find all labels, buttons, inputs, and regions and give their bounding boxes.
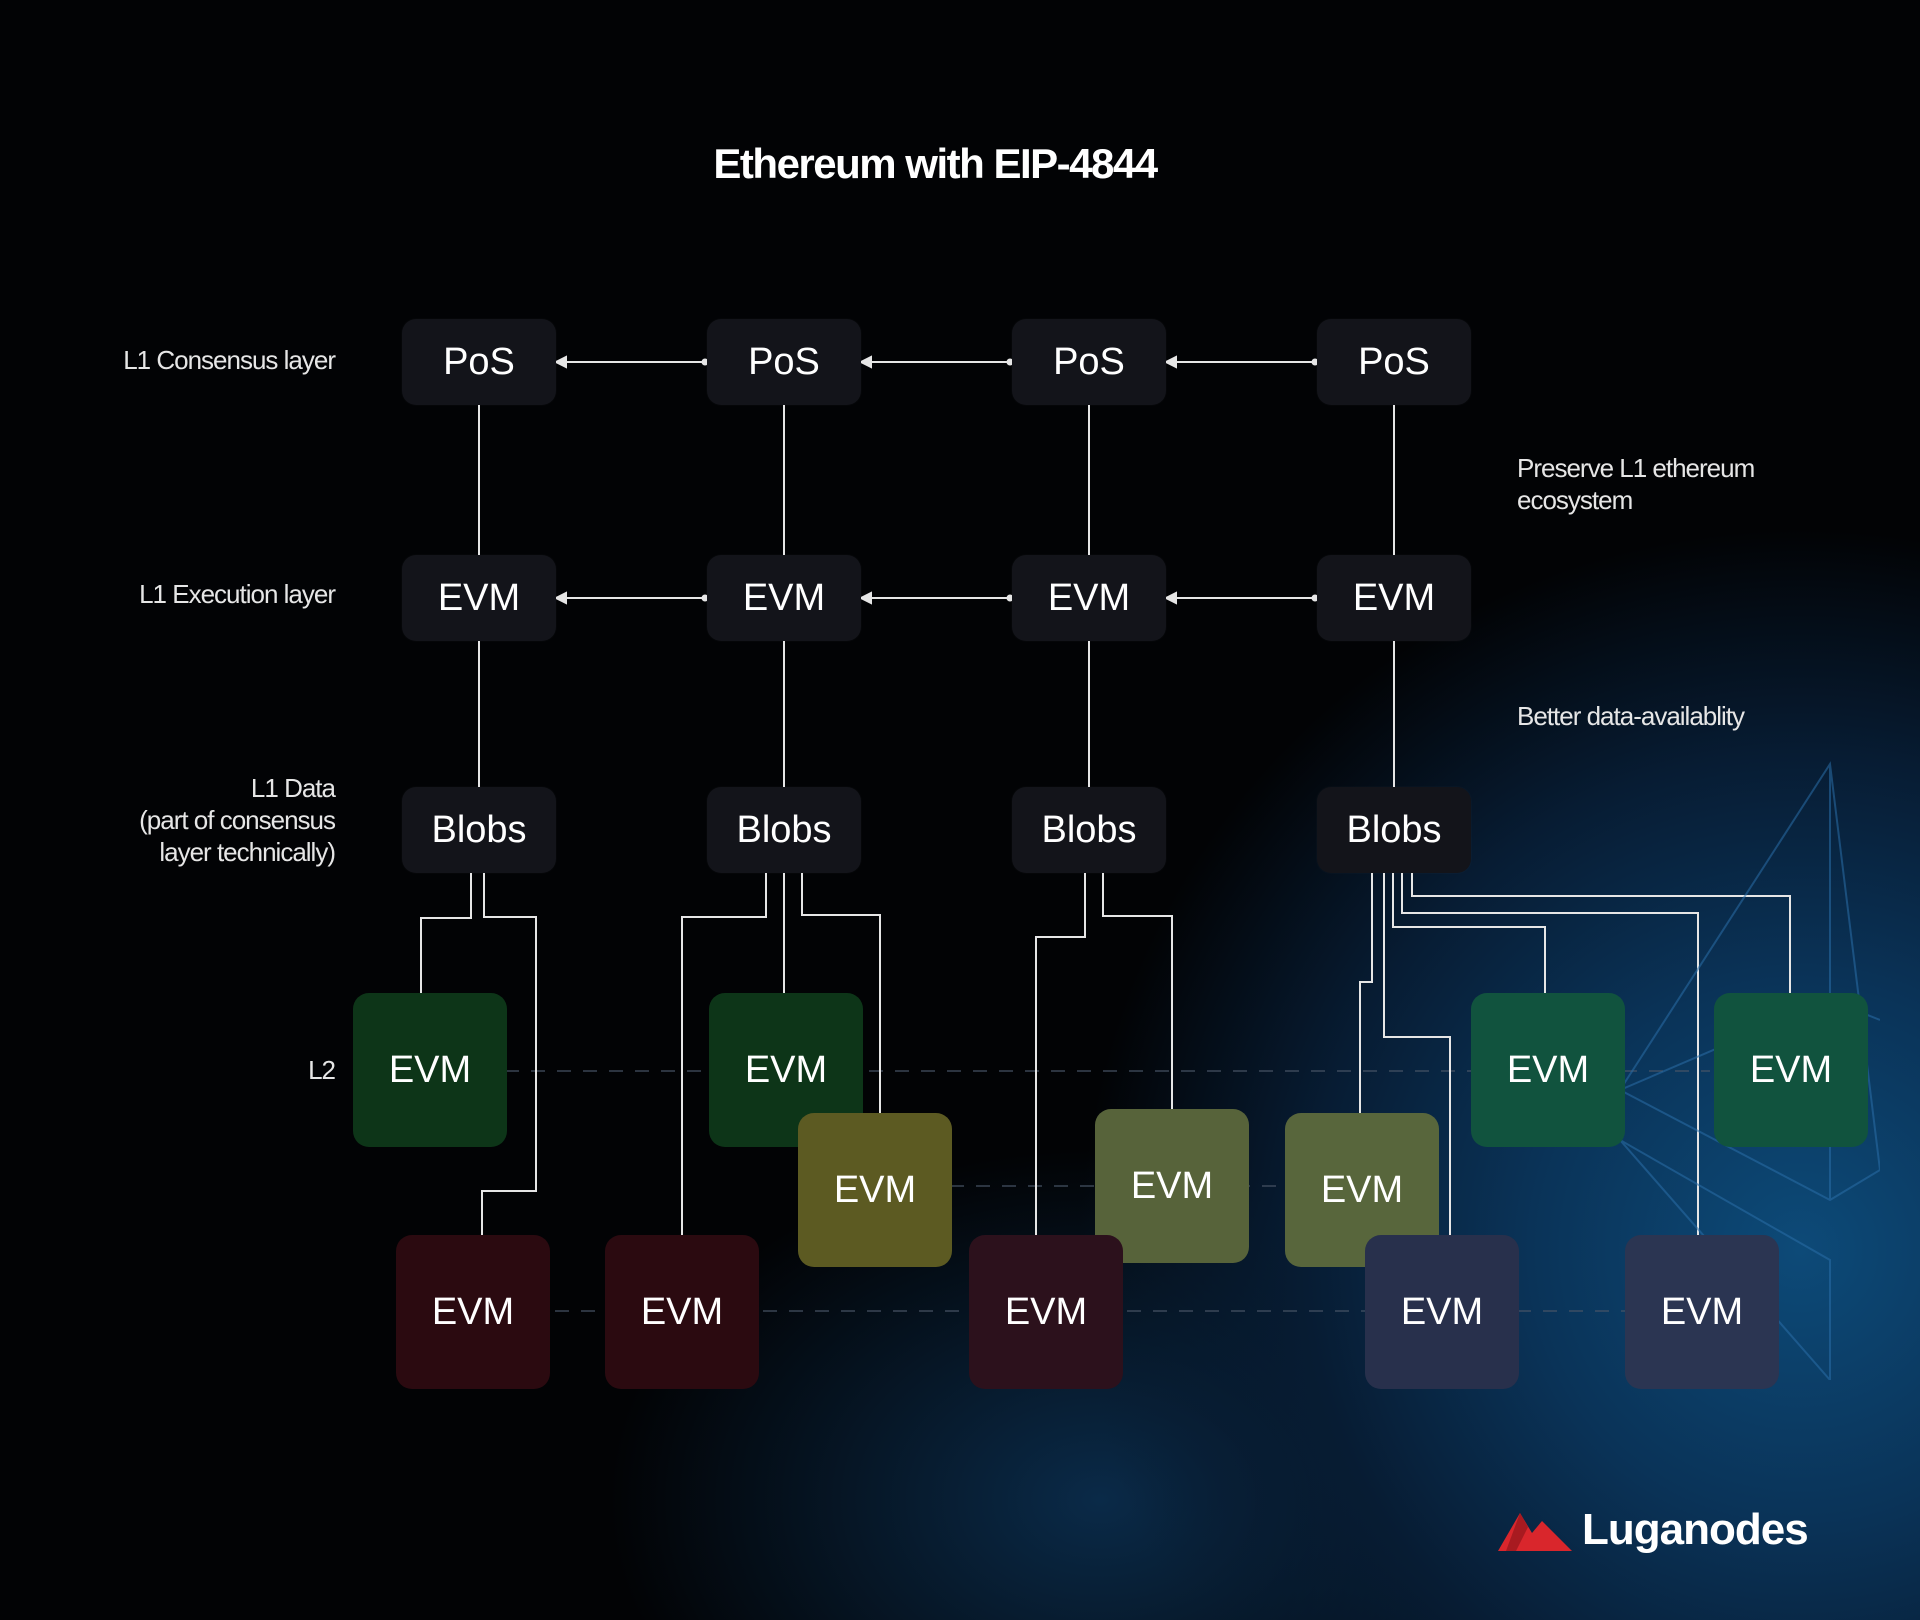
l2-evm-block-7: EVM: [1714, 993, 1868, 1147]
label-consensus-layer: L1 Consensus layer: [123, 345, 336, 375]
l2-evm-block-12: EVM: [1625, 1235, 1779, 1389]
evm-block-2: EVM: [707, 555, 861, 641]
luganodes-mountain-icon: [1498, 1513, 1572, 1551]
label-data-line1: L1 Data: [250, 773, 336, 803]
brand-name: Luganodes: [1582, 1505, 1809, 1554]
note-preserve-line1: Preserve L1 ethereum: [1517, 453, 1755, 483]
label-l2: L2: [308, 1055, 336, 1085]
l2-evm-block-8: EVM: [396, 1235, 550, 1389]
brand-logo: Luganodes: [1498, 1505, 1809, 1555]
l2-evm-block-9: EVM: [605, 1235, 759, 1389]
diagram-title: Ethereum with EIP-4844: [713, 140, 1158, 187]
label-data-line3: layer technically): [159, 837, 336, 867]
l2-evm-block-4: EVM: [1095, 1109, 1249, 1263]
blobs-block-3: Blobs: [1012, 787, 1166, 873]
blobs-block-1: Blobs: [402, 787, 556, 873]
pos-block-2: PoS: [707, 319, 861, 405]
label-data-layer: L1 Data (part of consensus layer technic…: [139, 772, 336, 868]
note-preserve-ecosystem: Preserve L1 ethereum ecosystem: [1517, 452, 1755, 516]
l2-evm-block-3: EVM: [798, 1113, 952, 1267]
pos-block-3: PoS: [1012, 319, 1166, 405]
evm-block-3: EVM: [1012, 555, 1166, 641]
l2-evm-block-11: EVM: [1365, 1235, 1519, 1389]
pos-block-4: PoS: [1317, 319, 1471, 405]
evm-block-1: EVM: [402, 555, 556, 641]
note-data-availability: Better data-availablity: [1517, 701, 1745, 731]
l2-evm-block-10: EVM: [969, 1235, 1123, 1389]
pos-block-1: PoS: [402, 319, 556, 405]
evm-block-4: EVM: [1317, 555, 1471, 641]
blobs-block-4: Blobs: [1317, 787, 1471, 873]
l2-evm-block-6: EVM: [1471, 993, 1625, 1147]
blobs-block-2: Blobs: [707, 787, 861, 873]
note-preserve-line2: ecosystem: [1517, 485, 1633, 515]
label-data-line2: (part of consensus: [139, 805, 336, 835]
l2-evm-block-1: EVM: [353, 993, 507, 1147]
label-execution-layer: L1 Execution layer: [139, 579, 336, 609]
